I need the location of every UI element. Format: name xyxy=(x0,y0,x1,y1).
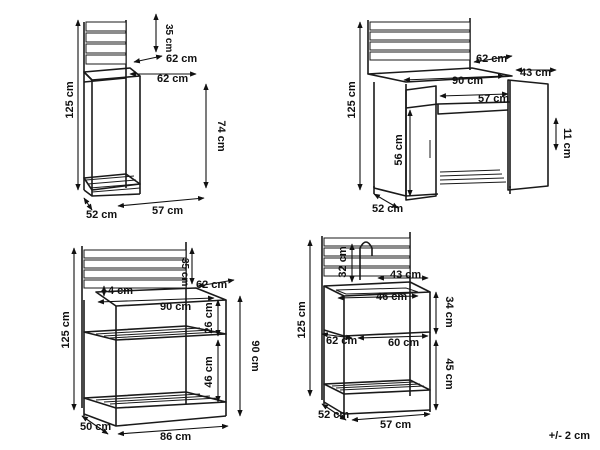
dim-top-depth-label: 62 cm xyxy=(196,279,227,291)
dim-leg-height-label: 74 cm xyxy=(215,120,227,151)
dim-counter-height-label: 90 cm xyxy=(249,340,261,371)
dim-top-depth-label: 62 cm xyxy=(476,53,507,65)
dim-depth-label: 52 cm xyxy=(318,409,349,421)
dim-faucet-label: 32 cm xyxy=(337,246,349,277)
dim-basin-width-label: 43 cm xyxy=(390,269,421,281)
dim-backrest-label: 35 cm xyxy=(179,258,190,286)
dim-height-label: 125 cm xyxy=(64,81,76,119)
unit-bottom-left: 125 cm 35 cm 62 cm 4 cm 90 cm 26 cm 46 c… xyxy=(60,242,261,443)
dim-top-width-label: 62 cm xyxy=(157,73,188,85)
dim-upper-height-label: 34 cm xyxy=(443,296,455,327)
dim-lower-gap-label: 46 cm xyxy=(203,356,215,387)
dim-depth-label: 52 cm xyxy=(372,203,403,215)
dim-shelf-gap-label: 26 cm xyxy=(203,302,215,333)
dim-depth-label: 50 cm xyxy=(80,421,111,433)
dim-top-depth-label: 62 cm xyxy=(326,335,357,347)
dim-lip-label: 4 cm xyxy=(108,285,133,297)
dim-frame-width-label: 60 cm xyxy=(388,337,419,349)
unit-bottom-right-drawing xyxy=(321,232,431,416)
unit-top-right-drawing xyxy=(367,18,549,201)
dim-lower-height-label: 45 cm xyxy=(443,358,455,389)
unit-top-right: 125 cm 62 cm 90 cm 43 cm 57 cm 56 cm 11 … xyxy=(346,18,573,215)
dim-backrest-label: 35 cm xyxy=(163,24,174,52)
unit-bottom-left-drawing xyxy=(81,242,227,427)
dim-width-label: 57 cm xyxy=(380,419,411,431)
dim-height-label: 125 cm xyxy=(296,301,308,339)
dim-depth-label: 52 cm xyxy=(86,209,117,221)
dim-top-width-label: 90 cm xyxy=(160,301,191,313)
dim-inner-width-label: 57 cm xyxy=(478,93,509,105)
dim-height-label: 125 cm xyxy=(346,81,358,119)
dim-door-width-label: 43 cm xyxy=(520,67,551,79)
unit-bottom-right: 125 cm 32 cm 43 cm 46 cm 34 cm 62 cm 60 … xyxy=(296,232,455,431)
unit-top-left: 125 cm 35 cm 62 cm 62 cm 74 cm 52 cm 57 … xyxy=(64,13,227,221)
dim-top-depth-label: 62 cm xyxy=(166,53,197,65)
dim-leg-height-label: 11 cm xyxy=(561,128,573,159)
dim-sink-width-label: 46 cm xyxy=(376,291,407,303)
dim-body-height-label: 56 cm xyxy=(393,134,405,165)
unit-top-left-drawing xyxy=(83,20,141,197)
dim-width-label: 57 cm xyxy=(152,205,183,217)
dim-width-label: 86 cm xyxy=(160,431,191,443)
tolerance-note: +/- 2 cm xyxy=(548,430,590,442)
dim-top-width-label: 90 cm xyxy=(452,75,483,87)
dim-height-label: 125 cm xyxy=(60,311,72,349)
